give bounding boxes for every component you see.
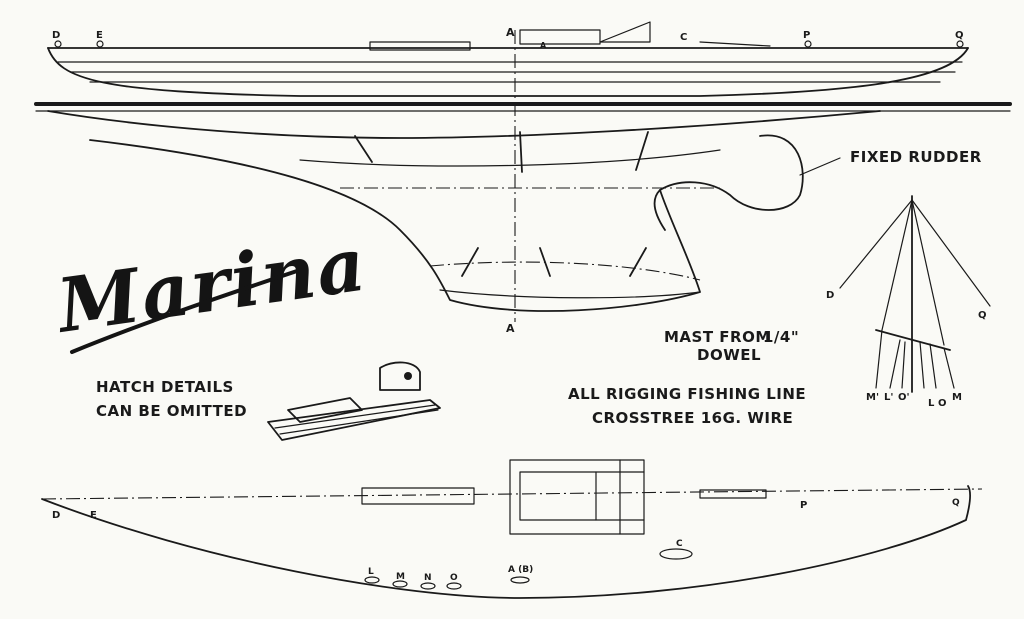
eye-d: [54, 40, 62, 48]
plan-label-q: Q: [952, 498, 960, 508]
plan-jib-track: [361, 487, 475, 505]
rig-label-q: Q: [978, 310, 987, 321]
rig-m-prime: [875, 329, 883, 389]
screw-4: [461, 247, 479, 277]
note-rigging-line2: CROSSTREE 16G. WIRE: [592, 409, 793, 427]
hatch-detail-sketch: [267, 361, 441, 441]
plan-centreline: [41, 488, 983, 500]
backstay-q: [911, 199, 991, 307]
plan-eye-n: [420, 582, 436, 590]
main-sheet-horse: [699, 41, 771, 47]
side-profile: D E A A C P Q A: [34, 21, 1012, 335]
note-mast-line1: MAST FROM: [664, 328, 771, 346]
crosstree: [875, 329, 951, 351]
plan-view: D E P Q C L M N O A (B): [41, 459, 983, 599]
title-underline: [70, 268, 302, 354]
rig-o: [929, 343, 937, 389]
rig-label-o: O: [938, 398, 947, 409]
rig-label-o-prime: O': [898, 392, 910, 403]
hull-bottom: [47, 110, 881, 139]
shroud-left: [881, 199, 913, 331]
eye-e: [96, 40, 104, 48]
hatch-block: [379, 361, 421, 391]
plan-label-p: P: [800, 500, 807, 511]
label-d: D: [52, 30, 60, 41]
screw-3: [635, 131, 649, 171]
hatch-base-board: [267, 399, 441, 441]
keel-bulb-line: [439, 289, 701, 299]
label-a-top: A: [506, 26, 515, 39]
rig-label-m: M: [952, 392, 962, 403]
topsides-outline: [47, 47, 969, 97]
note-hatch-line1: HATCH DETAILS: [96, 378, 234, 396]
label-q: Q: [955, 30, 964, 41]
screw-6: [629, 247, 647, 277]
plan-label-o: O: [450, 573, 458, 583]
fixed-rudder-outline: [653, 134, 804, 231]
deck-block-profile: [599, 21, 651, 43]
note-mast-fraction: 1/4": [763, 328, 799, 346]
rig-l-prime: [889, 339, 901, 389]
screw-2: [519, 131, 523, 173]
shroud-right: [911, 199, 945, 346]
plan-label-d: D: [52, 510, 60, 521]
eye-q: [956, 40, 964, 48]
plan-hatch-framing: [595, 459, 645, 535]
label-a-bottom: A: [506, 322, 515, 335]
note-hatch-line2: CAN BE OMITTED: [96, 402, 247, 420]
keel-outline: [89, 139, 701, 312]
plan-label-e: E: [90, 510, 97, 521]
eye-p: [804, 40, 812, 48]
rig-label-m-prime: M': [866, 392, 879, 403]
plan-label-a-b: A (B): [508, 565, 533, 575]
screw-5: [539, 247, 551, 277]
rig-m: [943, 347, 955, 389]
keel-bulb-centreline: [429, 261, 701, 281]
label-p: P: [803, 30, 810, 41]
rudder-leader: [799, 157, 841, 176]
jib-track-fitting: [369, 41, 471, 51]
hatch-block-hole: [404, 372, 412, 380]
plan-label-l: L: [368, 567, 374, 577]
rig-o-prime: [901, 341, 906, 389]
rig-l: [919, 341, 925, 389]
hatch-grain-1: [274, 404, 436, 429]
label-e: E: [96, 30, 103, 41]
plan-label-m: M: [396, 572, 405, 582]
plan-eye-l: [364, 576, 380, 584]
title-group: Marina: [50, 221, 373, 354]
screw-1: [354, 135, 373, 163]
note-rigging-line1: ALL RIGGING FISHING LINE: [568, 385, 806, 403]
rig-diagram: D Q M' L' O' L O M: [826, 195, 991, 409]
rig-label-d: D: [826, 290, 834, 301]
rig-label-l-prime: L': [884, 392, 893, 403]
notes-group: FIXED RUDDER MAST FROM 1/4" DOWEL ALL RI…: [96, 148, 982, 427]
plan-eye-ab: [510, 576, 530, 584]
plan-eye-m: [392, 580, 408, 588]
rig-label-l: L: [928, 398, 935, 409]
plan-eye-c: [659, 548, 693, 560]
plan-hatch: [519, 471, 597, 521]
hatch-cover: [287, 397, 363, 423]
note-fixed-rudder: FIXED RUDDER: [850, 148, 982, 166]
note-mast-line2: DOWEL: [697, 346, 761, 364]
plan-cockpit: [509, 459, 645, 535]
plan-hull-outline: [41, 485, 972, 599]
plan-main-sheet-horse: [699, 489, 767, 499]
forestay-d: [839, 199, 913, 289]
hull-waterline-lower: [299, 149, 721, 167]
title-marina: Marina: [50, 221, 373, 350]
hatch-profile: [519, 29, 601, 45]
label-c: C: [680, 32, 687, 43]
plan-eye-o: [446, 582, 462, 590]
plan-label-n: N: [424, 573, 432, 583]
hatch-grain-2: [279, 409, 439, 435]
plan-label-c: C: [676, 539, 683, 549]
label-a-small: A: [540, 41, 547, 50]
